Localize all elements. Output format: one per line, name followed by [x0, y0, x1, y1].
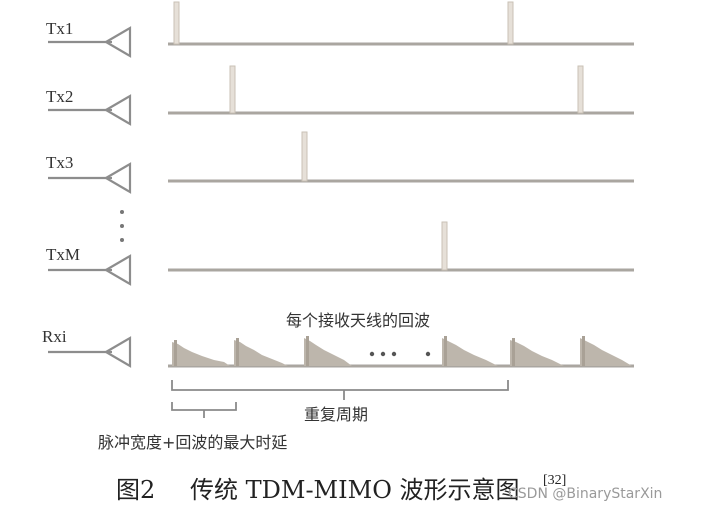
caption-title: 传统 TDM-MIMO 波形示意图	[190, 476, 520, 504]
echo-label: 每个接收天线的回波	[286, 311, 430, 330]
tx2-row: Tx2	[46, 65, 634, 126]
echo-burst	[510, 338, 564, 366]
echo-burst	[304, 336, 352, 366]
echo-burst	[442, 336, 498, 366]
tx1-pulse	[173, 1, 180, 45]
tx2-label: Tx2	[46, 87, 73, 106]
period-label: 重复周期	[304, 405, 368, 424]
tx2-pulse	[577, 65, 584, 114]
horizontal-ellipsis	[369, 351, 431, 357]
tx3-pulse	[301, 131, 308, 182]
caption-figure-number: 图2	[116, 476, 155, 504]
tx1-label: Tx1	[46, 19, 73, 38]
echo-burst	[580, 336, 632, 366]
tx2-antenna-icon	[48, 94, 132, 126]
period-brace	[171, 380, 509, 400]
rx-row: Rxi 每个接收天线的回波	[42, 311, 634, 368]
watermark-text: CSDN @BinaryStarXin	[508, 486, 662, 502]
caption-reference: [32]	[543, 473, 566, 488]
vertical-ellipsis	[120, 210, 124, 242]
figure-caption: 图2 传统 TDM-MIMO 波形示意图 [32]	[116, 473, 566, 504]
pulse-width-label: 脉冲宽度+回波的最大时延	[98, 433, 287, 452]
pulse-width-brace	[171, 402, 237, 418]
tx3-antenna-icon	[48, 162, 132, 194]
rx-label: Rxi	[42, 327, 67, 346]
tx1-row: Tx1	[46, 1, 634, 58]
echo-burst	[172, 340, 230, 366]
tx1-antenna-icon	[48, 26, 132, 58]
txm-antenna-icon	[48, 254, 132, 286]
txm-row: TxM	[46, 221, 634, 286]
txm-label: TxM	[46, 245, 80, 264]
rx-antenna-icon	[48, 336, 132, 368]
txm-pulse	[441, 221, 448, 271]
tx1-pulse	[507, 1, 514, 45]
tx2-pulse	[229, 65, 236, 114]
tx3-label: Tx3	[46, 153, 73, 172]
echo-burst	[234, 338, 288, 366]
tx3-row: Tx3	[46, 131, 634, 194]
